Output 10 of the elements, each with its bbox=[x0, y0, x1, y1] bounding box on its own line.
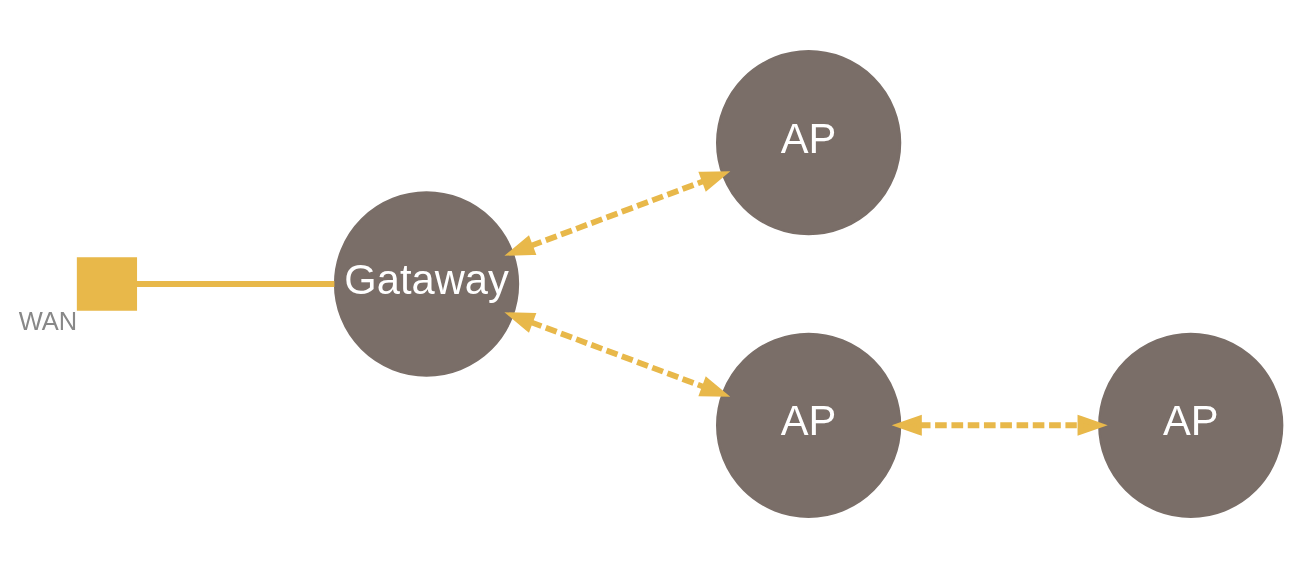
node-circle: AP bbox=[1098, 332, 1284, 518]
connector bbox=[136, 281, 335, 287]
node-box bbox=[76, 257, 138, 311]
arrow bbox=[504, 171, 731, 256]
arrow bbox=[504, 312, 731, 397]
node-circle: AP bbox=[716, 332, 902, 518]
node-label: WAN bbox=[18, 306, 78, 335]
arrow bbox=[891, 414, 1108, 436]
node-circle: Gataway bbox=[333, 191, 520, 377]
node-circle: AP bbox=[716, 50, 902, 236]
